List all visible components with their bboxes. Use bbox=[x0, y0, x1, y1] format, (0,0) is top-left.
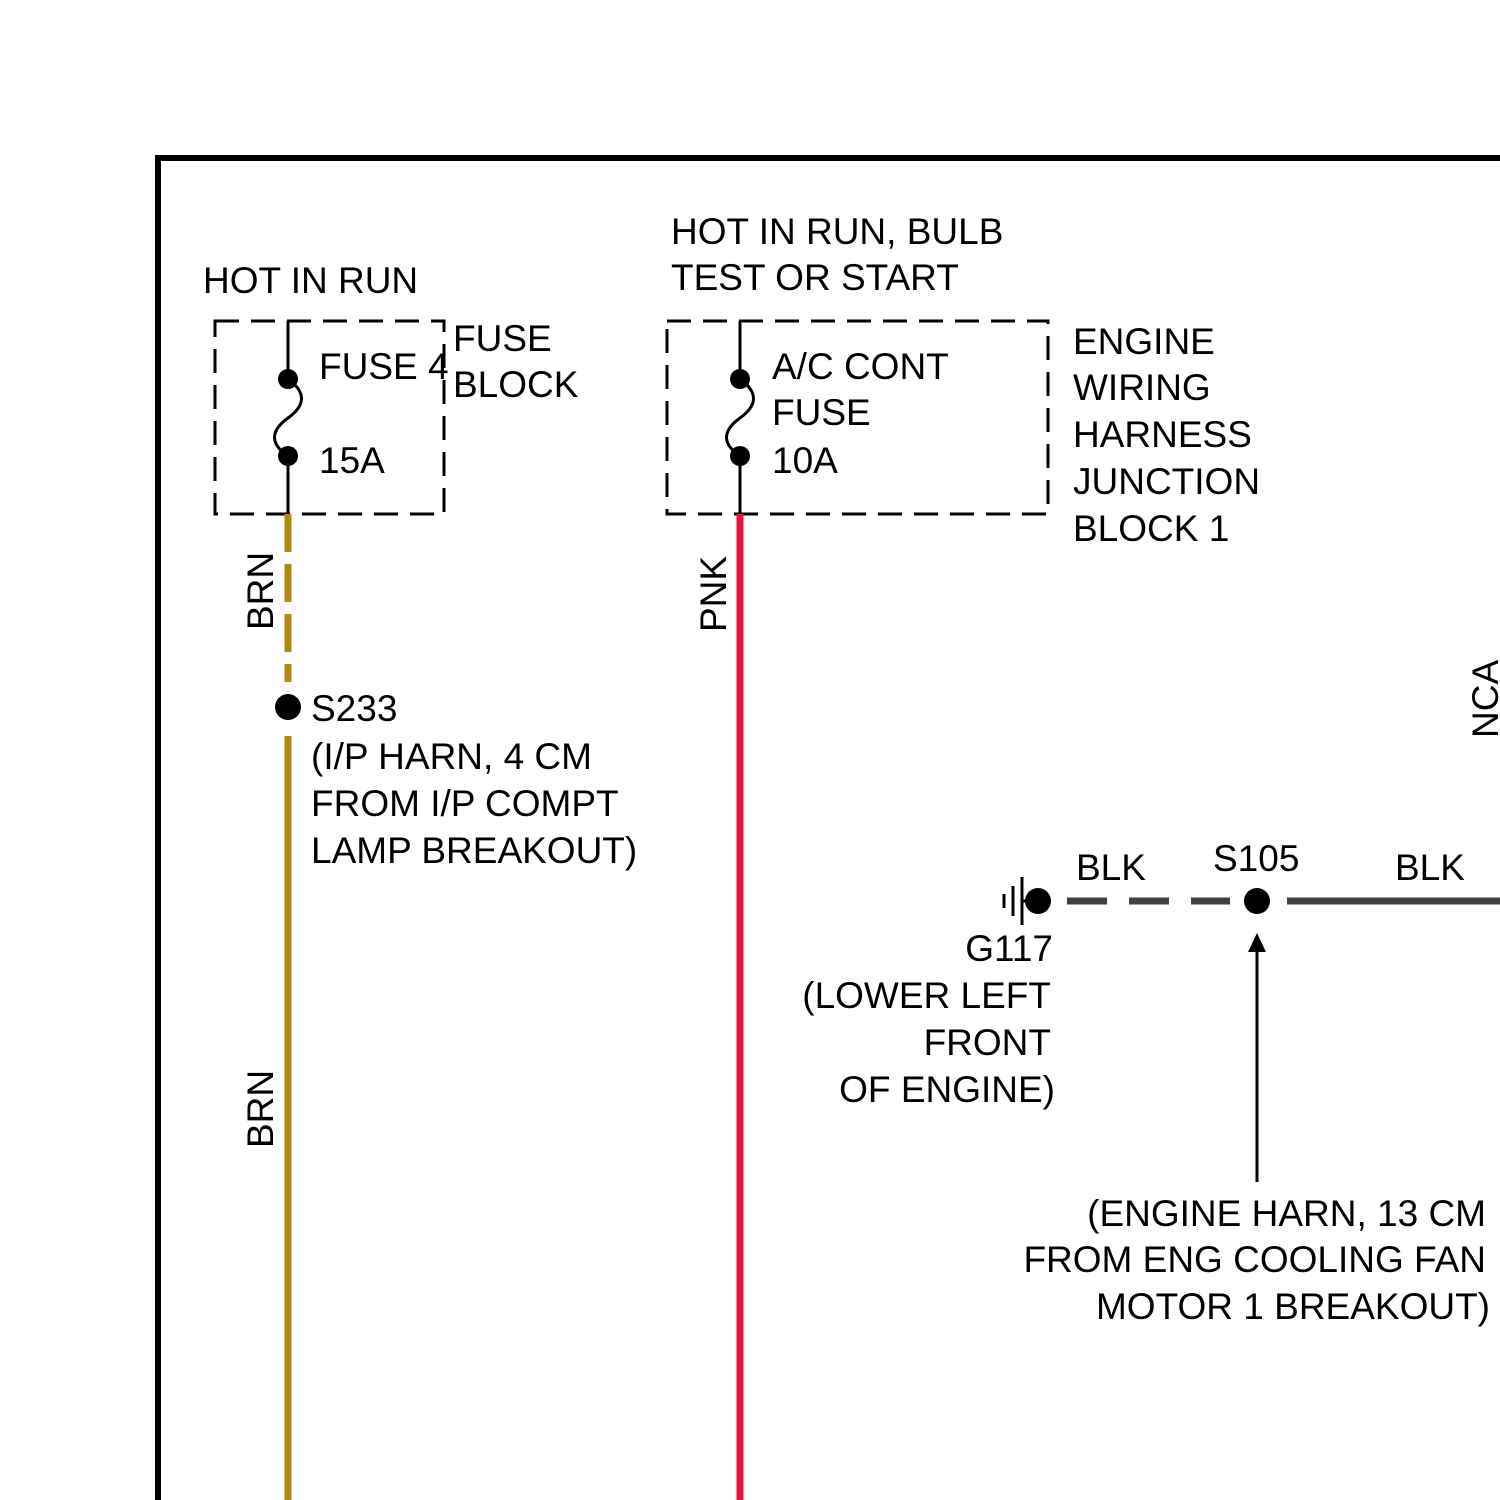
junction-block-label-line: JUNCTION bbox=[1073, 461, 1260, 502]
s105-desc-line: FROM ENG COOLING FAN bbox=[1023, 1239, 1486, 1280]
junction-block-label-line: BLOCK 1 bbox=[1073, 508, 1229, 549]
s233-desc-line: FROM I/P COMPT bbox=[311, 783, 619, 824]
ac-fuse-name-line: A/C CONT bbox=[772, 346, 949, 387]
s233-desc-line: LAMP BREAKOUT) bbox=[311, 830, 637, 871]
fuse4-rating: 15A bbox=[319, 440, 385, 481]
fuse4-name: FUSE 4 bbox=[319, 346, 449, 387]
s233-description: (I/P HARN, 4 CM FROM I/P COMPT LAMP BREA… bbox=[311, 736, 637, 871]
pnk-wire-label: PNK bbox=[693, 556, 734, 632]
s105-arrowhead-icon bbox=[1248, 933, 1266, 952]
junction-block-label: ENGINE WIRING HARNESS JUNCTION BLOCK 1 bbox=[1073, 321, 1260, 549]
junction-block-label-line: ENGINE bbox=[1073, 321, 1215, 362]
g117-description: (LOWER LEFT FRONT OF ENGINE) bbox=[802, 975, 1055, 1110]
g117-label: G117 bbox=[965, 928, 1053, 969]
s233-desc-line: (I/P HARN, 4 CM bbox=[311, 736, 592, 777]
ac-fuse-name-line: FUSE bbox=[772, 392, 871, 433]
fuse-block-label-line: BLOCK bbox=[453, 364, 579, 405]
ac-fuse-element-icon bbox=[727, 379, 754, 456]
fuse4-element-icon bbox=[275, 379, 302, 456]
fuse-block-label-line: FUSE bbox=[453, 318, 552, 359]
blk-wire-label-right: BLK bbox=[1395, 847, 1465, 888]
g117-ground-dot bbox=[1025, 888, 1051, 914]
ac-fuse-rating: 10A bbox=[772, 440, 838, 481]
s105-desc-line: (ENGINE HARN, 13 CM bbox=[1087, 1193, 1486, 1234]
brn-wire-label-lower: BRN bbox=[240, 1070, 281, 1148]
nca-edge-label: NCA bbox=[1465, 660, 1500, 738]
g117-desc-line: OF ENGINE) bbox=[839, 1069, 1055, 1110]
middle-hot-label-line: TEST OR START bbox=[671, 257, 959, 298]
s233-splice-dot bbox=[275, 694, 301, 720]
middle-hot-label: HOT IN RUN, BULB TEST OR START bbox=[671, 211, 1003, 298]
junction-block-label-line: WIRING bbox=[1073, 367, 1211, 408]
brn-wire-label-upper: BRN bbox=[240, 552, 281, 630]
s105-splice-dot bbox=[1244, 888, 1270, 914]
s105-label: S105 bbox=[1213, 838, 1299, 879]
g117-desc-line: FRONT bbox=[924, 1022, 1051, 1063]
s105-desc-line: MOTOR 1 BREAKOUT) bbox=[1096, 1286, 1490, 1327]
junction-block-label-line: HARNESS bbox=[1073, 414, 1252, 455]
s233-label: S233 bbox=[311, 688, 397, 729]
s105-description: (ENGINE HARN, 13 CM FROM ENG COOLING FAN… bbox=[1023, 1193, 1490, 1327]
left-hot-label: HOT IN RUN bbox=[203, 260, 418, 301]
g117-desc-line: (LOWER LEFT bbox=[802, 975, 1051, 1016]
blk-wire-label-left: BLK bbox=[1076, 847, 1146, 888]
middle-hot-label-line: HOT IN RUN, BULB bbox=[671, 211, 1003, 252]
fuse-block-label: FUSE BLOCK bbox=[453, 318, 579, 405]
